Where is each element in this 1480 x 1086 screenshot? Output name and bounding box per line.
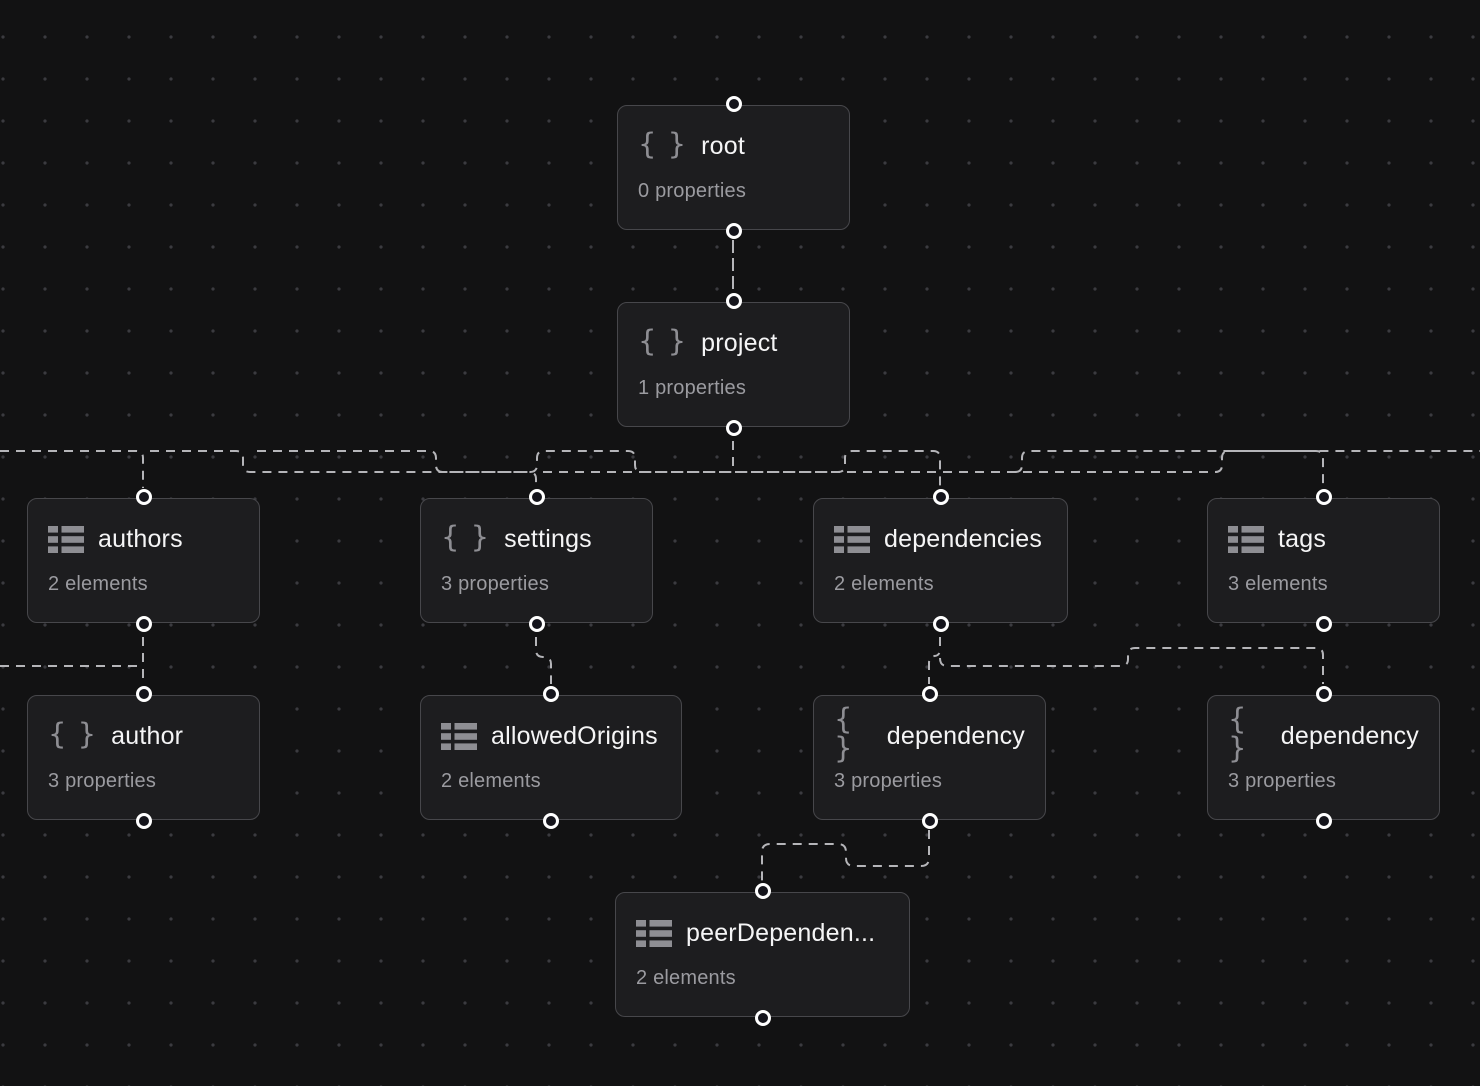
node-handle-bottom[interactable] [725, 223, 742, 239]
node-label: author [111, 721, 184, 750]
list-icon [834, 525, 870, 553]
edge-to-authors [0, 450, 144, 488]
edge-dependencies-dependency [928, 637, 941, 684]
braces-icon: { } [638, 323, 688, 358]
braces-icon: { } [1228, 702, 1248, 765]
node-handle-top[interactable] [135, 686, 152, 702]
list-icon [1228, 525, 1264, 553]
edge-dependencies-dependency-2 [939, 647, 1324, 684]
node-handle-top[interactable] [1315, 686, 1332, 702]
node-label: allowedOrigins [491, 721, 658, 750]
braces-icon: { } [638, 126, 688, 161]
list-icon [48, 525, 84, 553]
edge-to-tags [543, 450, 1324, 488]
braces-icon: { } [48, 716, 98, 751]
node-sublabel: 3 properties [1228, 770, 1337, 792]
node-handle-top[interactable] [921, 686, 938, 702]
node-label: settings [504, 524, 592, 553]
node-handle-top[interactable] [932, 489, 949, 505]
node-sublabel: 2 elements [48, 573, 148, 595]
node-label: dependency [1280, 721, 1419, 750]
node-sublabel: 3 properties [48, 770, 157, 792]
node-label: tags [1278, 524, 1327, 553]
node-tags[interactable]: tags 3 elements [1207, 489, 1440, 632]
node-handle-bottom[interactable] [1315, 813, 1332, 829]
edge-to-dependencies [257, 450, 941, 488]
node-root[interactable]: { } root 0 properties [617, 96, 850, 239]
node-project[interactable]: { } project 1 properties [617, 293, 850, 436]
node-handle-top[interactable] [1315, 489, 1332, 505]
node-authors[interactable]: authors 2 elements [27, 489, 260, 632]
node-handle-top[interactable] [754, 883, 771, 899]
list-icon [636, 919, 672, 947]
node-dependency-2[interactable]: { } dependency 3 properties [1207, 686, 1440, 829]
node-handle-bottom[interactable] [135, 813, 152, 829]
node-label: dependencies [884, 524, 1043, 553]
edge-settings-allowedorigins [535, 637, 552, 684]
node-sublabel: 2 elements [834, 573, 934, 595]
node-label: project [701, 328, 778, 357]
node-handle-bottom[interactable] [528, 616, 545, 632]
node-sublabel: 3 properties [441, 573, 550, 595]
edge-to-offscreen-right [1014, 450, 1480, 473]
node-handle-bottom[interactable] [1315, 616, 1332, 632]
node-handle-top[interactable] [543, 686, 559, 702]
node-sublabel: 3 properties [834, 770, 943, 792]
node-settings[interactable]: { } settings 3 properties [420, 489, 653, 632]
braces-icon: { } [834, 702, 854, 765]
node-author[interactable]: { } author 3 properties [27, 686, 260, 829]
node-dependency[interactable]: { } dependency 3 properties [813, 686, 1046, 829]
edge-to-settings [150, 450, 537, 488]
node-handle-bottom[interactable] [932, 616, 949, 632]
node-sublabel: 2 elements [636, 967, 736, 989]
node-handle-top[interactable] [135, 489, 152, 505]
node-label: dependency [886, 721, 1025, 750]
node-label: peerDependen... [686, 918, 876, 947]
node-handle-bottom[interactable] [754, 1010, 771, 1026]
node-sublabel: 0 properties [638, 180, 747, 202]
node-sublabel: 1 properties [638, 377, 747, 399]
node-sublabel: 2 elements [441, 770, 541, 792]
list-icon [441, 722, 477, 750]
edge-dependency-peerdependencies [761, 830, 930, 881]
node-label: authors [98, 524, 183, 553]
node-handle-top[interactable] [725, 96, 742, 112]
node-handle-top[interactable] [528, 489, 545, 505]
node-sublabel: 3 elements [1228, 573, 1328, 595]
node-handle-bottom[interactable] [725, 420, 742, 436]
node-dependencies[interactable]: dependencies 2 elements [813, 489, 1068, 632]
node-handle-bottom[interactable] [135, 616, 152, 632]
node-peerDependencies[interactable]: peerDependen... 2 elements [615, 883, 910, 1026]
node-allowedOrigins[interactable]: allowedOrigins 2 elements [420, 686, 682, 829]
braces-icon: { } [441, 519, 491, 554]
node-handle-bottom[interactable] [543, 813, 559, 829]
node-label: root [701, 131, 746, 160]
node-handle-top[interactable] [725, 293, 742, 309]
node-handle-bottom[interactable] [921, 813, 938, 829]
